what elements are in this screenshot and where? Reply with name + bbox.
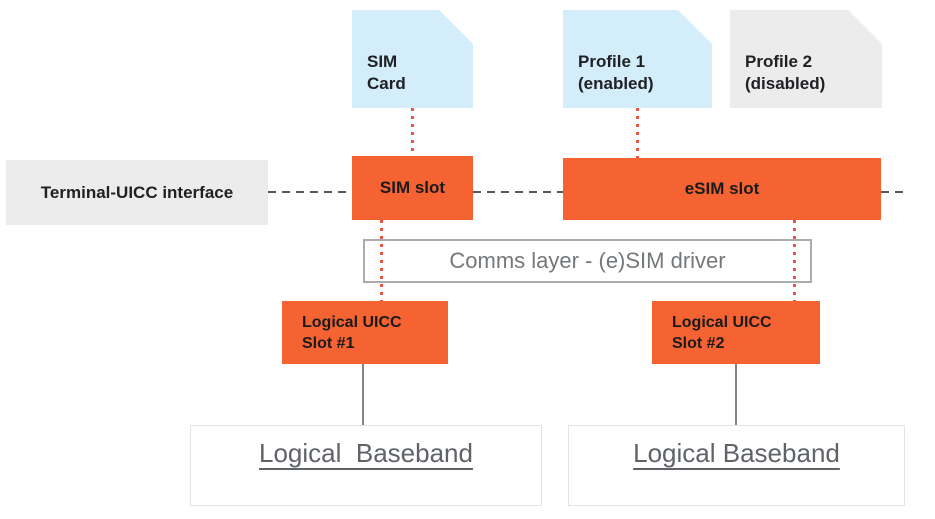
interface-dashed-line-middle: [473, 191, 563, 193]
dotted-link-profile1-to-esimslot: [636, 108, 639, 158]
logical-baseband-right-box: Logical Baseband: [568, 425, 905, 506]
dotted-link-simcard-to-simslot: [411, 108, 414, 156]
interface-dashed-line-left: [268, 191, 352, 193]
connector-slot1-to-baseband: [362, 364, 364, 425]
logical-uicc-slot-1-box: Logical UICC Slot #1: [282, 301, 448, 364]
logical-uicc-slot-2-box: Logical UICC Slot #2: [652, 301, 820, 364]
dotted-link-esimslot-to-logical-slot2: [793, 220, 796, 301]
logical-baseband-left-box: Logical Baseband: [190, 425, 542, 506]
logical-baseband-right-label: Logical Baseband: [633, 438, 840, 468]
comms-layer-label: Comms layer - (e)SIM driver: [449, 248, 726, 273]
sim-card: SIM Card: [352, 10, 473, 108]
esim-slot-box: eSIM slot: [563, 158, 881, 220]
dotted-link-simslot-to-logical-slot1: [380, 220, 383, 301]
connector-slot2-to-baseband: [735, 364, 737, 425]
interface-dashed-line-right: [881, 191, 907, 193]
profile-1-enabled-card: Profile 1 (enabled): [563, 10, 712, 108]
logical-baseband-left-label: Logical Baseband: [259, 438, 473, 468]
comms-layer-box: Comms layer - (e)SIM driver: [363, 239, 812, 283]
terminal-uicc-interface-label: Terminal-UICC interface: [6, 160, 268, 225]
profile-2-disabled-card: Profile 2 (disabled): [730, 10, 882, 108]
sim-slot-box: SIM slot: [352, 156, 473, 220]
